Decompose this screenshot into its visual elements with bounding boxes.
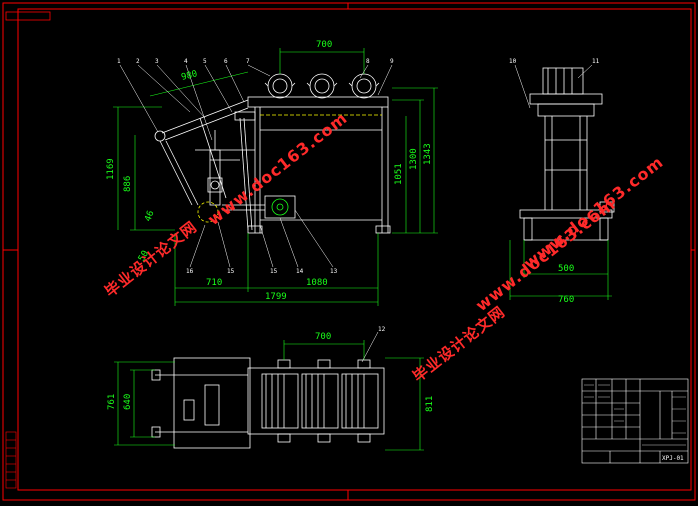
part-number-13: 13 [330,268,338,275]
part-number-9: 9 [390,58,394,65]
dim-front-886: 886 [123,176,133,192]
dim-front-1051: 1051 [394,163,404,185]
title-block-rows [584,384,686,446]
part-number-11: 11 [592,58,600,65]
dim-front-46: 46 [143,209,156,223]
plan-leaders [361,331,379,363]
part-number-14: 14 [296,268,304,275]
part-number-12: 12 [378,326,386,333]
dim-front-1343: 1343 [423,143,433,165]
part-number-8: 8 [366,58,370,65]
part-number-15: 15 [270,268,278,275]
part-number-3: 3 [155,58,159,65]
dim-front-700: 700 [316,40,332,50]
dim-front-1169: 1169 [106,158,116,180]
title-block [581,378,689,464]
revision-strip [5,431,17,489]
part-number-4: 4 [184,58,188,65]
dim-plan-640: 640 [123,394,133,410]
dim-side-500: 500 [558,264,574,274]
part-number-16: 16 [186,268,194,275]
plan-view [151,357,385,449]
part-number-15b: 15 [227,268,235,275]
front-view [154,73,391,234]
dim-front-710: 710 [206,278,222,288]
drawing-number: XPJ-01 [662,455,684,462]
part-number-2: 2 [136,58,140,65]
dim-front-1080: 1080 [306,278,328,288]
part-number-5: 5 [203,58,207,65]
part-number-10: 10 [509,58,517,65]
side-leaders [514,64,593,109]
front-dimensions [113,48,438,306]
dim-plan-811: 811 [425,396,435,412]
part-number-7: 7 [246,58,250,65]
dim-front-1799: 1799 [265,292,287,302]
part-number-1: 1 [117,58,121,65]
dim-plan-761: 761 [107,394,117,410]
dim-plan-700: 700 [315,332,331,342]
side-dimensions [509,240,612,300]
dim-front-980: 980 [180,69,198,83]
part-number-6: 6 [224,58,228,65]
part-leaders [119,64,393,268]
dim-side-760: 760 [558,295,574,305]
side-view [519,67,615,241]
plan-dimensions [114,340,424,451]
dim-front-1300: 1300 [409,148,419,170]
dim-front-50: 50 [137,249,151,263]
